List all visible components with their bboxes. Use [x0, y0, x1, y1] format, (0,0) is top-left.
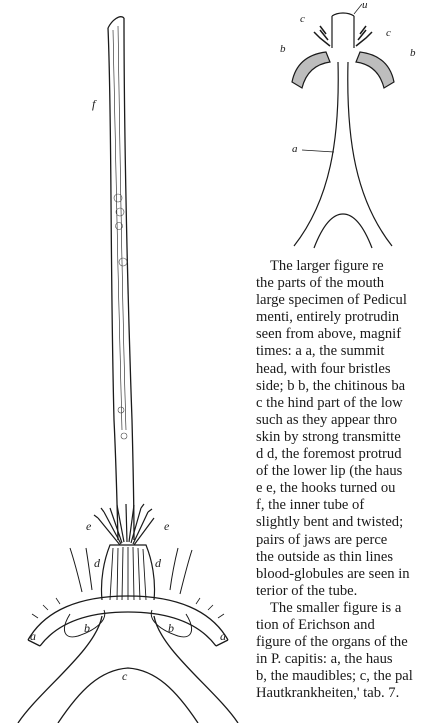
caption-line: c the hind part of the low: [256, 395, 421, 412]
caption-line: the parts of the mouth: [256, 275, 421, 292]
caption-line: The larger figure re: [256, 258, 421, 275]
caption-line: head, with four bristles: [256, 361, 421, 378]
caption-line: figure of the organs of the: [256, 634, 421, 651]
small-label-b-right: b: [410, 47, 416, 59]
label-e-left: e: [86, 519, 92, 533]
caption-line: Hautkrankheiten,' tab. 7.: [256, 685, 421, 702]
caption-line: in P. capitis: a, the haus: [256, 651, 421, 668]
caption-line: terior of the tube.: [256, 583, 421, 600]
label-e-right: e: [164, 519, 170, 533]
bristles: [70, 548, 192, 594]
caption-line: The smaller figure is a: [256, 600, 421, 617]
hooks-tuft: [94, 504, 154, 545]
small-label-a: a: [292, 143, 298, 155]
caption-line: seen from above, magnif: [256, 326, 421, 343]
small-label-b-left: b: [280, 43, 286, 55]
large-mouthparts-figure: f e e d d a a b b c: [0, 0, 262, 723]
palpi-left: [314, 26, 330, 46]
palpi-right: [356, 26, 372, 46]
lower-lip-haustellum: [101, 545, 154, 600]
small-mouthparts-figure: u c c b b a: [258, 0, 421, 250]
caption-line: large specimen of Pedicul: [256, 292, 421, 309]
caption-line: tion of Erichson and: [256, 617, 421, 634]
caption-line: the outside as thin lines: [256, 549, 421, 566]
caption-line: f, the inner tube of: [256, 497, 421, 514]
inner-tube: [108, 17, 134, 540]
caption-line: skin by strong transmitte: [256, 429, 421, 446]
label-f: f: [92, 97, 97, 111]
small-label-c-right: c: [386, 27, 391, 39]
caption-line: b, the maudibles; c, the pal: [256, 668, 421, 685]
small-label-c-left: c: [300, 13, 305, 25]
lower-lip-hind-part: [18, 616, 238, 723]
caption-line: such as they appear thro: [256, 412, 421, 429]
caption-line: blood-globules are seen in: [256, 566, 421, 583]
head-summit: [28, 596, 228, 646]
label-c: c: [122, 669, 128, 683]
mandible-right: [356, 52, 394, 88]
haustellum-top: [332, 13, 354, 48]
label-d-right: d: [155, 556, 162, 570]
lip-hind: [294, 62, 392, 246]
caption-line: side; b b, the chitinous ba: [256, 378, 421, 395]
mandible-left: [292, 52, 330, 88]
caption-line: menti, entirely protrudin: [256, 309, 421, 326]
label-a-left: a: [30, 629, 36, 643]
label-d-left: d: [94, 556, 101, 570]
caption-line: e e, the hooks turned ou: [256, 480, 421, 497]
caption-line: of the lower lip (the haus: [256, 463, 421, 480]
label-b-right: b: [168, 621, 174, 635]
caption-line: times: a a, the summit: [256, 343, 421, 360]
label-a-right: a: [220, 629, 226, 643]
small-label-u: u: [362, 0, 368, 11]
caption-line: slightly bent and twisted;: [256, 514, 421, 531]
label-b-left: b: [84, 621, 90, 635]
caption-line: pairs of jaws are perce: [256, 532, 421, 549]
caption-line: d d, the foremost protrud: [256, 446, 421, 463]
